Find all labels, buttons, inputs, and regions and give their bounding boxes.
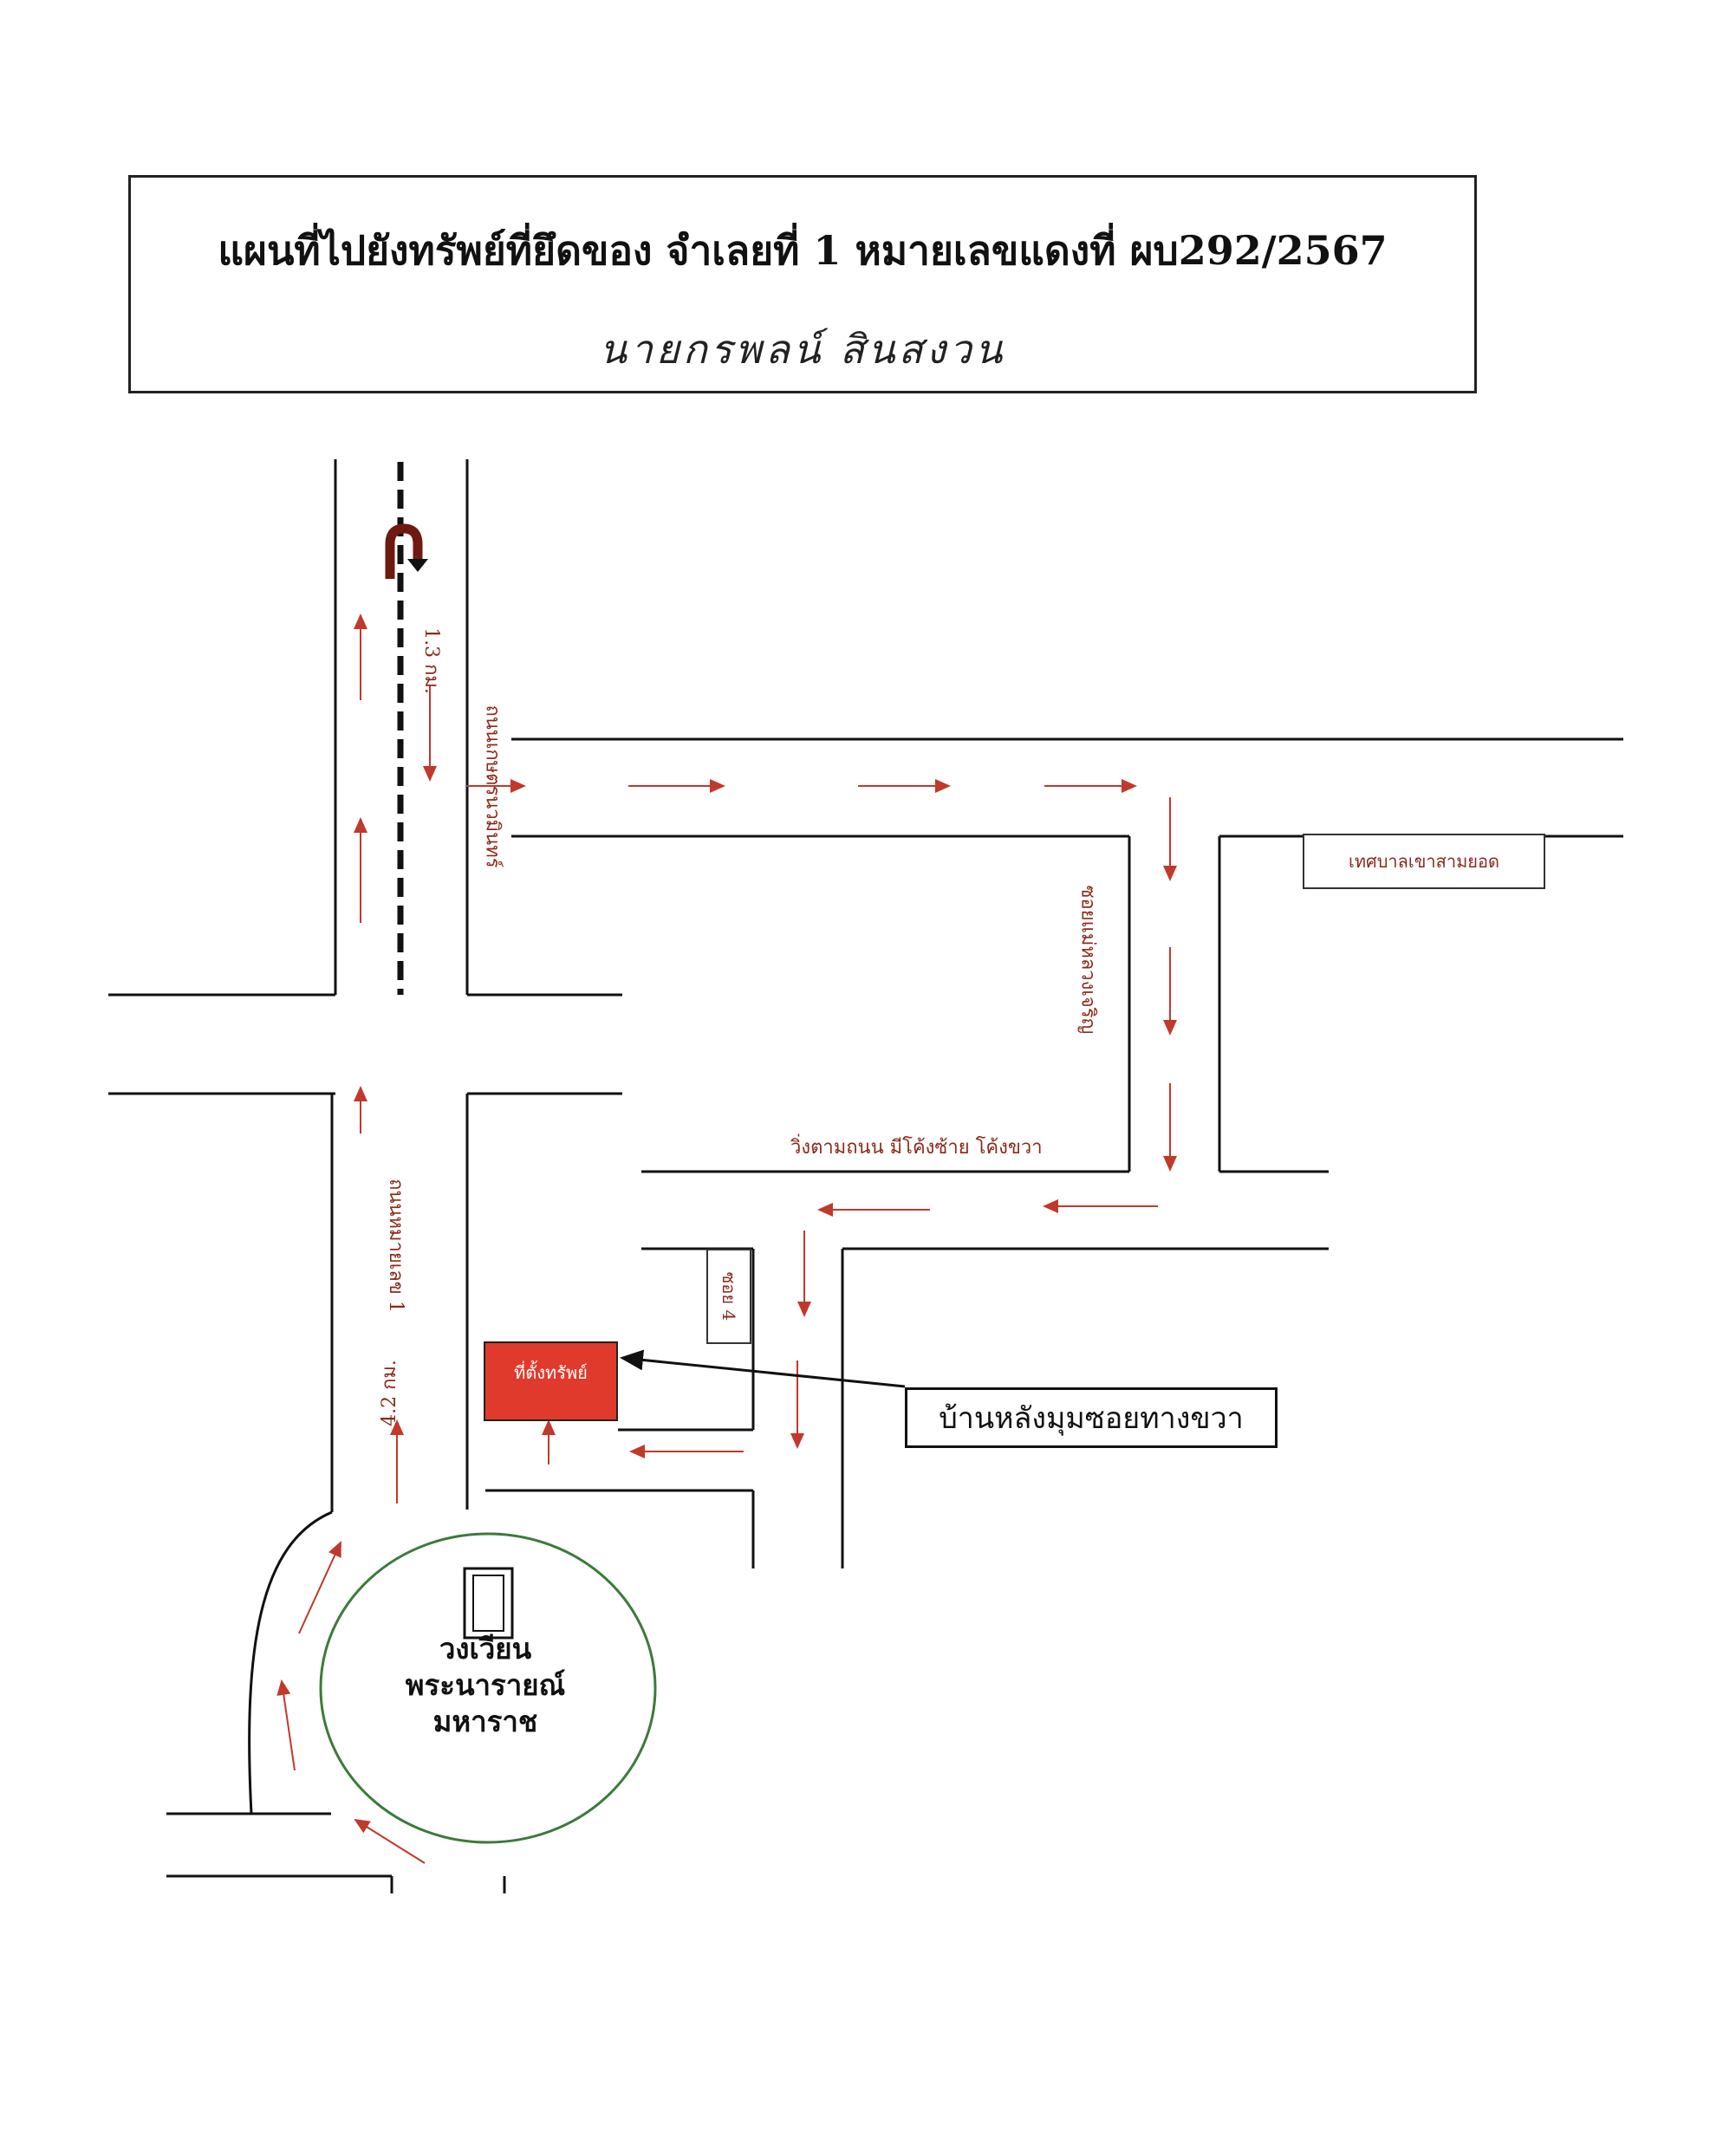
property-marker: ที่ตั้งทรัพย์ [484, 1341, 618, 1421]
office-label-box: เทศบาลเขาสามยอด [1303, 834, 1545, 889]
u-turn-icon [385, 523, 428, 579]
direction-arrow-icon [276, 614, 1177, 1864]
callout-pointer [620, 1349, 906, 1388]
road-label-left-top: ถนนเกษตรนวมินทร์ [481, 705, 504, 868]
soi-label-box: ซอย 4 [706, 1249, 751, 1344]
owner-name: นายกรพลน์ สินสงวน [599, 326, 1006, 373]
roundabout-label-line: วงเวียน [439, 1632, 532, 1666]
road-label-left-lower: ถนนหมายเลข 1 [384, 1179, 406, 1313]
office-label: เทศบาลเขาสามยอด [1349, 851, 1499, 872]
soi-label: ซอย 4 [718, 1271, 739, 1322]
distance-bottom-label: 4.2 กม. [378, 1360, 400, 1426]
road-edges [108, 459, 1623, 1893]
property-label: ที่ตั้งทรัพย์ [514, 1362, 588, 1383]
callout-label: บ้านหลังมุมซอยทางขวา [939, 1401, 1244, 1436]
roundabout-circle [319, 1532, 657, 1844]
monument-icon [463, 1567, 514, 1640]
road-label-right-vertical: ซอยแม่หลวงเจริญ [1076, 885, 1099, 1035]
roundabout-label-line: พระนารายณ์ [405, 1668, 566, 1702]
roundabout-label: วงเวียน พระนารายณ์ มหาราช [351, 1631, 620, 1740]
roundabout-label-line: มหาราช [432, 1705, 538, 1738]
map-title: แผนที่ไปยังทรัพย์ที่ยึดของ จำเลยที่ 1 หม… [218, 227, 1388, 274]
callout-box: บ้านหลังมุมซอยทางขวา [905, 1387, 1278, 1448]
map-title-box: แผนที่ไปยังทรัพย์ที่ยึดของ จำเลยที่ 1 หม… [128, 175, 1477, 393]
road-label-middle: วิ่งตามถนน มีโค้งซ้าย โค้งขวา [790, 1137, 1043, 1159]
distance-top-label: 1.3 กม. [419, 627, 442, 694]
